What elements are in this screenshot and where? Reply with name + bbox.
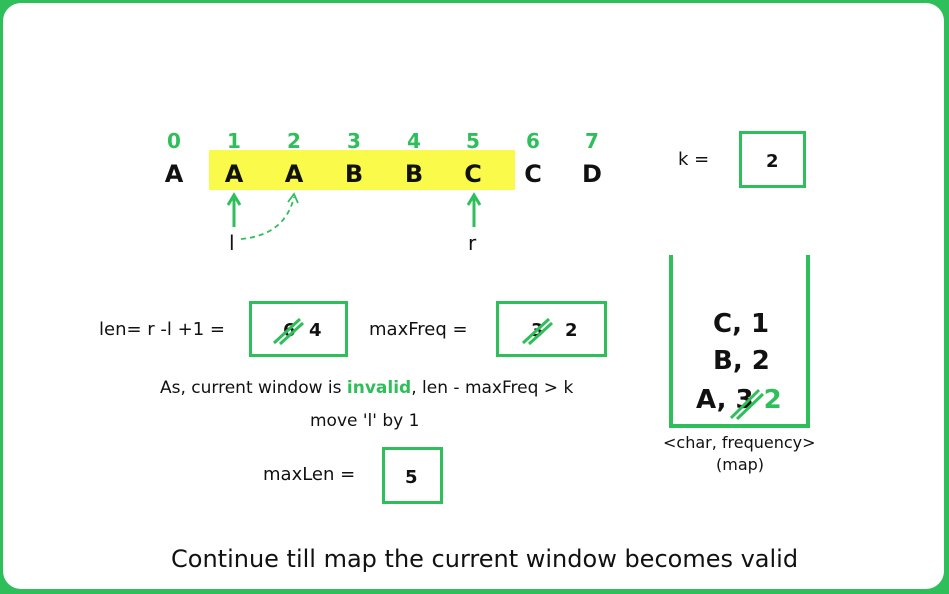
left-pointer-arrowhead	[226, 192, 242, 206]
strikeout-icon	[729, 388, 765, 421]
array-char: D	[582, 160, 602, 188]
map-entry-a-new: 2	[763, 385, 782, 415]
left-pointer-label: l	[229, 231, 235, 255]
pointer-arrows	[226, 192, 482, 240]
footer-text: Continue till map the current window bec…	[171, 545, 799, 573]
maxlen-box: 5	[382, 447, 443, 504]
map-caption-sub: (map)	[716, 455, 765, 474]
map-entry-a-prefix: A,	[696, 385, 736, 415]
array-index: 4	[407, 129, 421, 153]
map-caption: <char, frequency>	[663, 433, 816, 452]
len-label: len= r -l +1 =	[99, 319, 225, 340]
left-move-arrowhead	[287, 192, 299, 204]
move-message: move 'l' by 1	[310, 411, 420, 431]
array-char: B	[404, 160, 424, 188]
array-index: 7	[585, 129, 599, 153]
array-char: A	[224, 160, 244, 188]
maxfreq-box: 3 2	[496, 301, 607, 357]
invalid-message: As, current window is invalid, len - max…	[160, 378, 573, 398]
array-index: 0	[167, 129, 181, 153]
maxlen-value: 5	[405, 467, 418, 488]
array-index: 1	[227, 129, 241, 153]
map-entry-c: C, 1	[713, 309, 770, 339]
diagram-canvas: 0 1 2 3 4 5 6 7 A A A B B C C D l r k = …	[3, 3, 944, 589]
strikeout-icon	[272, 317, 305, 346]
array-index: 6	[526, 129, 540, 153]
len-value: 4	[309, 320, 322, 341]
map-container	[669, 255, 810, 428]
maxlen-label: maxLen =	[263, 464, 356, 485]
left-move-dashed-arrow	[240, 196, 295, 240]
map-entry-b: B, 2	[713, 346, 770, 376]
message-after: , len - maxFreq > k	[411, 378, 574, 398]
len-box: 6 4	[249, 301, 348, 357]
message-before: As, current window is	[160, 378, 347, 398]
array-char: C	[524, 160, 542, 188]
array-index: 2	[287, 129, 301, 153]
maxfreq-label: maxFreq =	[369, 319, 468, 340]
k-label: k =	[678, 149, 710, 170]
array-char: A	[284, 160, 304, 188]
right-pointer-label: r	[468, 231, 477, 255]
array-index: 5	[466, 129, 480, 153]
strikeout-icon	[521, 317, 554, 346]
maxfreq-value: 2	[565, 320, 578, 341]
array-char: C	[464, 160, 482, 188]
message-invalid: invalid	[346, 378, 412, 398]
window-highlight	[209, 150, 515, 190]
right-pointer-arrowhead	[466, 192, 482, 206]
array-char: B	[344, 160, 364, 188]
array-index: 3	[347, 129, 361, 153]
array-char: A	[164, 160, 184, 188]
k-value: 2	[766, 151, 779, 172]
k-box: 2	[739, 131, 806, 188]
